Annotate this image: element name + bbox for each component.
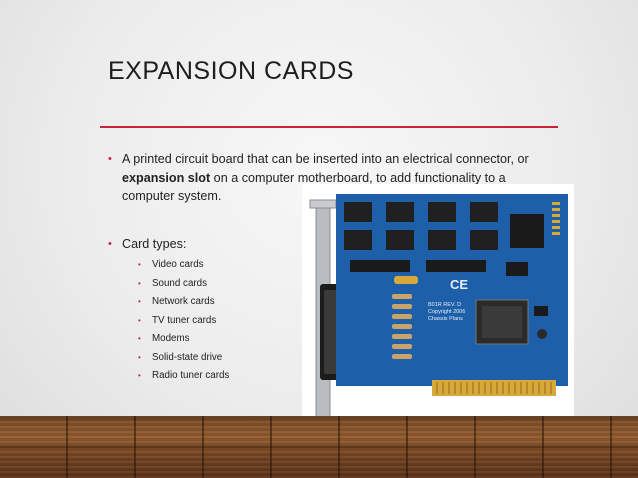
list-item-text: TV tuner cards <box>152 314 217 326</box>
resistor-array <box>392 294 412 359</box>
list-item-text: Sound cards <box>152 277 208 289</box>
list-item-text: Network cards <box>152 296 215 307</box>
definition-text-end: on a computer motherboard, to add functi… <box>122 170 506 204</box>
list-item: • TV tuner cards <box>138 312 229 331</box>
board-label-revision: B01R REV. D <box>428 302 461 308</box>
list-item: • Radio tuner cards <box>138 367 229 386</box>
edge-contacts <box>436 382 552 394</box>
connector-pins <box>324 290 338 374</box>
sub-bullet-dot-icon: • <box>138 297 141 306</box>
sub-bullet-dot-icon: • <box>138 278 141 288</box>
board-label-copyright: Copyright 2006 <box>428 309 465 315</box>
definition-text-start: A printed circuit board that can be inse… <box>122 152 529 166</box>
wooden-floor-background <box>0 416 638 478</box>
sub-bullet-dot-icon: • <box>138 260 141 269</box>
list-item-text: Radio tuner cards <box>152 370 230 381</box>
sub-bullet-dot-icon: • <box>138 371 141 380</box>
bullet-dot-icon: • <box>108 238 112 250</box>
list-item: • Network cards <box>138 293 229 312</box>
capacitor <box>537 329 547 339</box>
list-item: • Solid-state drive <box>138 349 229 368</box>
expansion-card-illustration: CE B01R REV. D Copyright 2006 Chassis Pl… <box>309 194 568 427</box>
sub-bullet-dot-icon: • <box>138 334 141 343</box>
bullet-definition: • A printed circuit board that can be in… <box>108 150 548 206</box>
small-ic-chip <box>534 306 548 316</box>
card-types-list: • Video cards • Sound cards • Network cards… <box>138 256 229 386</box>
memory-chips <box>344 202 498 250</box>
sub-bullet-dot-icon: • <box>138 352 141 362</box>
header-pins <box>552 202 560 235</box>
list-item-text: Modems <box>152 333 190 344</box>
small-ic-chip <box>506 262 528 276</box>
slide-title: EXPANSION CARDS <box>108 57 354 85</box>
bullet-card-types-text: Card types: <box>122 237 187 251</box>
bullet-definition-text: A printed circuit board that can be inse… <box>108 150 548 206</box>
ic-chip <box>350 260 410 272</box>
expansion-card-photo: CE B01R REV. D Copyright 2006 Chassis Pl… <box>302 184 574 436</box>
bullet-dot-icon: • <box>108 153 112 165</box>
title-divider <box>100 126 558 128</box>
sub-bullet-dot-icon: • <box>138 315 141 325</box>
list-item: • Modems <box>138 330 229 349</box>
bracket-tab <box>309 199 337 209</box>
list-item-text: Video cards <box>152 259 204 270</box>
ic-chip <box>426 260 486 272</box>
bullet-card-types: • Card types: <box>108 235 548 254</box>
definition-bold-term: expansion slot <box>122 170 211 185</box>
ce-mark: CE <box>450 277 468 292</box>
list-item: • Video cards <box>138 256 229 275</box>
processor-die <box>482 306 522 338</box>
oscillator <box>394 276 418 284</box>
list-item: • Sound cards <box>138 275 229 294</box>
controller-chip <box>510 214 544 248</box>
board-label-maker: Chassis Plans <box>428 316 463 322</box>
list-item-text: Solid-state drive <box>152 351 223 363</box>
edge-connector <box>432 380 556 396</box>
